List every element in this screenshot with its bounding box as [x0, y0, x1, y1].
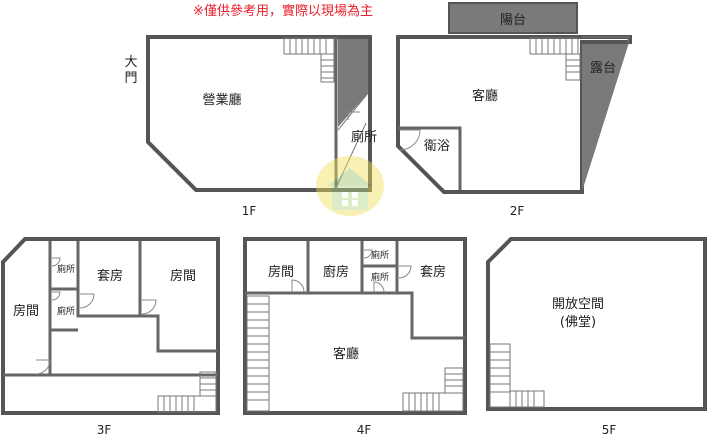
floor-1-stairs-side — [320, 53, 335, 83]
floor-4-suite-door — [398, 265, 412, 279]
floor-2-label: 2F — [510, 204, 525, 218]
floor-2-living-label: 客廳 — [472, 88, 498, 104]
floor-3-label: 3F — [97, 423, 112, 437]
floor-3-stairs — [157, 371, 217, 413]
floor-3-left-room-door — [35, 359, 51, 375]
floor-2-bath-door — [399, 129, 421, 151]
floor-1-shaded-void-lower — [338, 97, 355, 127]
floor-5-open-space-label: 開放空間 — [552, 297, 604, 312]
floor-5-label: 5F — [602, 423, 617, 437]
floor-3-left-room-label: 房間 — [13, 303, 39, 319]
floor-4-suite-wall — [395, 241, 465, 340]
floor-1-toilet-door — [347, 111, 360, 120]
floor-4-toilet-top-door — [363, 249, 373, 259]
floor-2-stairs-side — [565, 53, 581, 81]
floor-4-living-label: 客廳 — [333, 346, 359, 362]
floor-1-main-hall-label: 營業廳 — [202, 92, 241, 108]
floor-4-toilet-top-label: 廁所 — [371, 249, 389, 261]
disclaimer-text: ※僅供參考用，實際以現場為主 — [193, 3, 373, 19]
floor-1-plan: 營業廳 廁所 大 門 1F — [124, 35, 377, 218]
floor-4-toilet-door — [373, 281, 385, 293]
floor-3-right-room-label: 房間 — [170, 268, 196, 284]
watermark-logo — [316, 156, 384, 216]
floor-3-plan: 房間 廁所 廁所 套房 房間 3F — [1, 237, 220, 437]
floor-3-outline — [1, 237, 220, 415]
floor-4-kitchen-label: 廚房 — [323, 264, 349, 280]
floor-3-room-door — [141, 299, 157, 315]
floor-3-toilet-bottom-door — [51, 291, 61, 301]
floor-4-room-label: 房間 — [268, 264, 294, 280]
floor-1-diagonal-lower — [335, 122, 367, 189]
floor-1-entrance-label-1: 大 — [124, 55, 137, 70]
floor-1-stairs-top — [283, 37, 335, 55]
floor-3-toilet-top-door — [51, 257, 61, 267]
floor-2-plan: 陽台 露台 衛浴 客廳 2F — [396, 2, 632, 218]
floor-4-suite-label: 套房 — [420, 264, 446, 280]
floor-1-toilet-label: 廁所 — [351, 129, 377, 145]
floor-3-toilet-top-label: 廁所 — [57, 263, 75, 275]
floor-4-label: 4F — [357, 423, 372, 437]
floor-5-stairs — [489, 343, 545, 408]
floor-2-stairs-top — [529, 37, 579, 55]
floor-2-balcony — [448, 2, 578, 34]
floor-4-plan: 房間 廚房 廁所 廁所 套房 客廳 4F — [243, 237, 467, 437]
floor-4-stairs-right — [402, 367, 464, 412]
floor-5-outline — [486, 237, 707, 411]
floor-2-bath-wall — [398, 126, 462, 190]
floor-4-stairs-left — [246, 295, 270, 412]
floor-5-plan: 開放空間 (佛堂) 5F — [486, 237, 707, 437]
floor-4-room-door — [291, 279, 305, 293]
floor-3-toilet-bottom-label: 廁所 — [57, 305, 75, 317]
floor-3-central-wall — [76, 241, 218, 353]
floor-2-terrace-diagonal — [581, 37, 629, 191]
floor-1-entrance-label-2: 門 — [124, 71, 137, 86]
floor-2-bath-label: 衛浴 — [424, 139, 450, 154]
floor-1-label: 1F — [242, 204, 257, 218]
floor-3-suite-label: 套房 — [97, 268, 123, 284]
floor-3-suite-door — [79, 293, 95, 309]
floor-2-balcony-label: 陽台 — [500, 13, 526, 28]
floor-4-toilet-bottom-label: 廁所 — [371, 271, 389, 283]
floor-2-terrace-label: 露台 — [590, 61, 616, 76]
floor-5-shrine-label: (佛堂) — [560, 315, 596, 330]
floor-1-outline — [146, 35, 372, 192]
floor-4-outline — [243, 237, 467, 415]
